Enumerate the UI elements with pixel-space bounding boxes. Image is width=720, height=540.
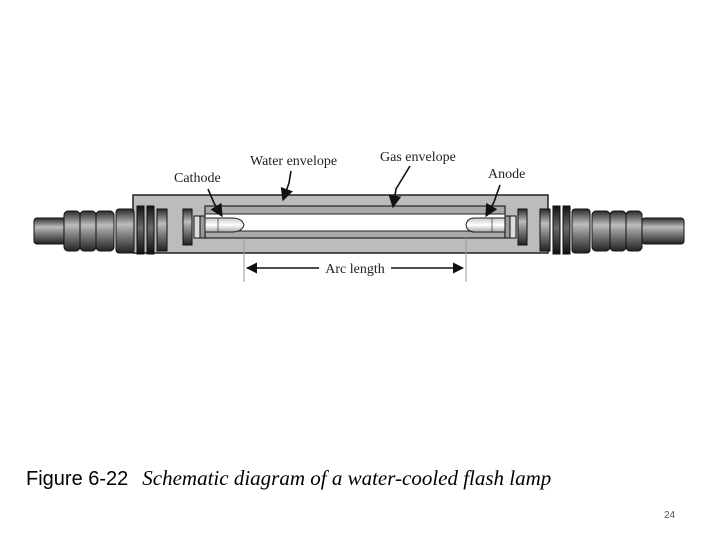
left-end-fitting bbox=[33, 205, 206, 255]
anode-label: Anode bbox=[488, 167, 525, 182]
figure-caption-text: Schematic diagram of a water-cooled flas… bbox=[142, 466, 552, 490]
gas-bore bbox=[204, 213, 506, 232]
gas-envelope-leader bbox=[388, 165, 411, 209]
water-envelope-label: Water envelope bbox=[250, 154, 337, 169]
water-envelope-leader bbox=[280, 170, 293, 202]
cathode-electrode bbox=[204, 217, 245, 233]
right-end-fitting bbox=[504, 205, 685, 255]
figure-caption: Figure 6-22 Schematic diagram of a water-… bbox=[26, 466, 551, 491]
anode-leader bbox=[485, 184, 501, 218]
page-number: 24 bbox=[664, 510, 676, 521]
anode-electrode bbox=[465, 217, 506, 233]
arc-length-label: Arc length bbox=[325, 262, 384, 277]
cathode-leader bbox=[207, 188, 223, 218]
gas-envelope-label: Gas envelope bbox=[380, 150, 456, 165]
cathode-label: Cathode bbox=[174, 171, 221, 186]
figure-number: Figure 6-22 bbox=[26, 468, 129, 490]
